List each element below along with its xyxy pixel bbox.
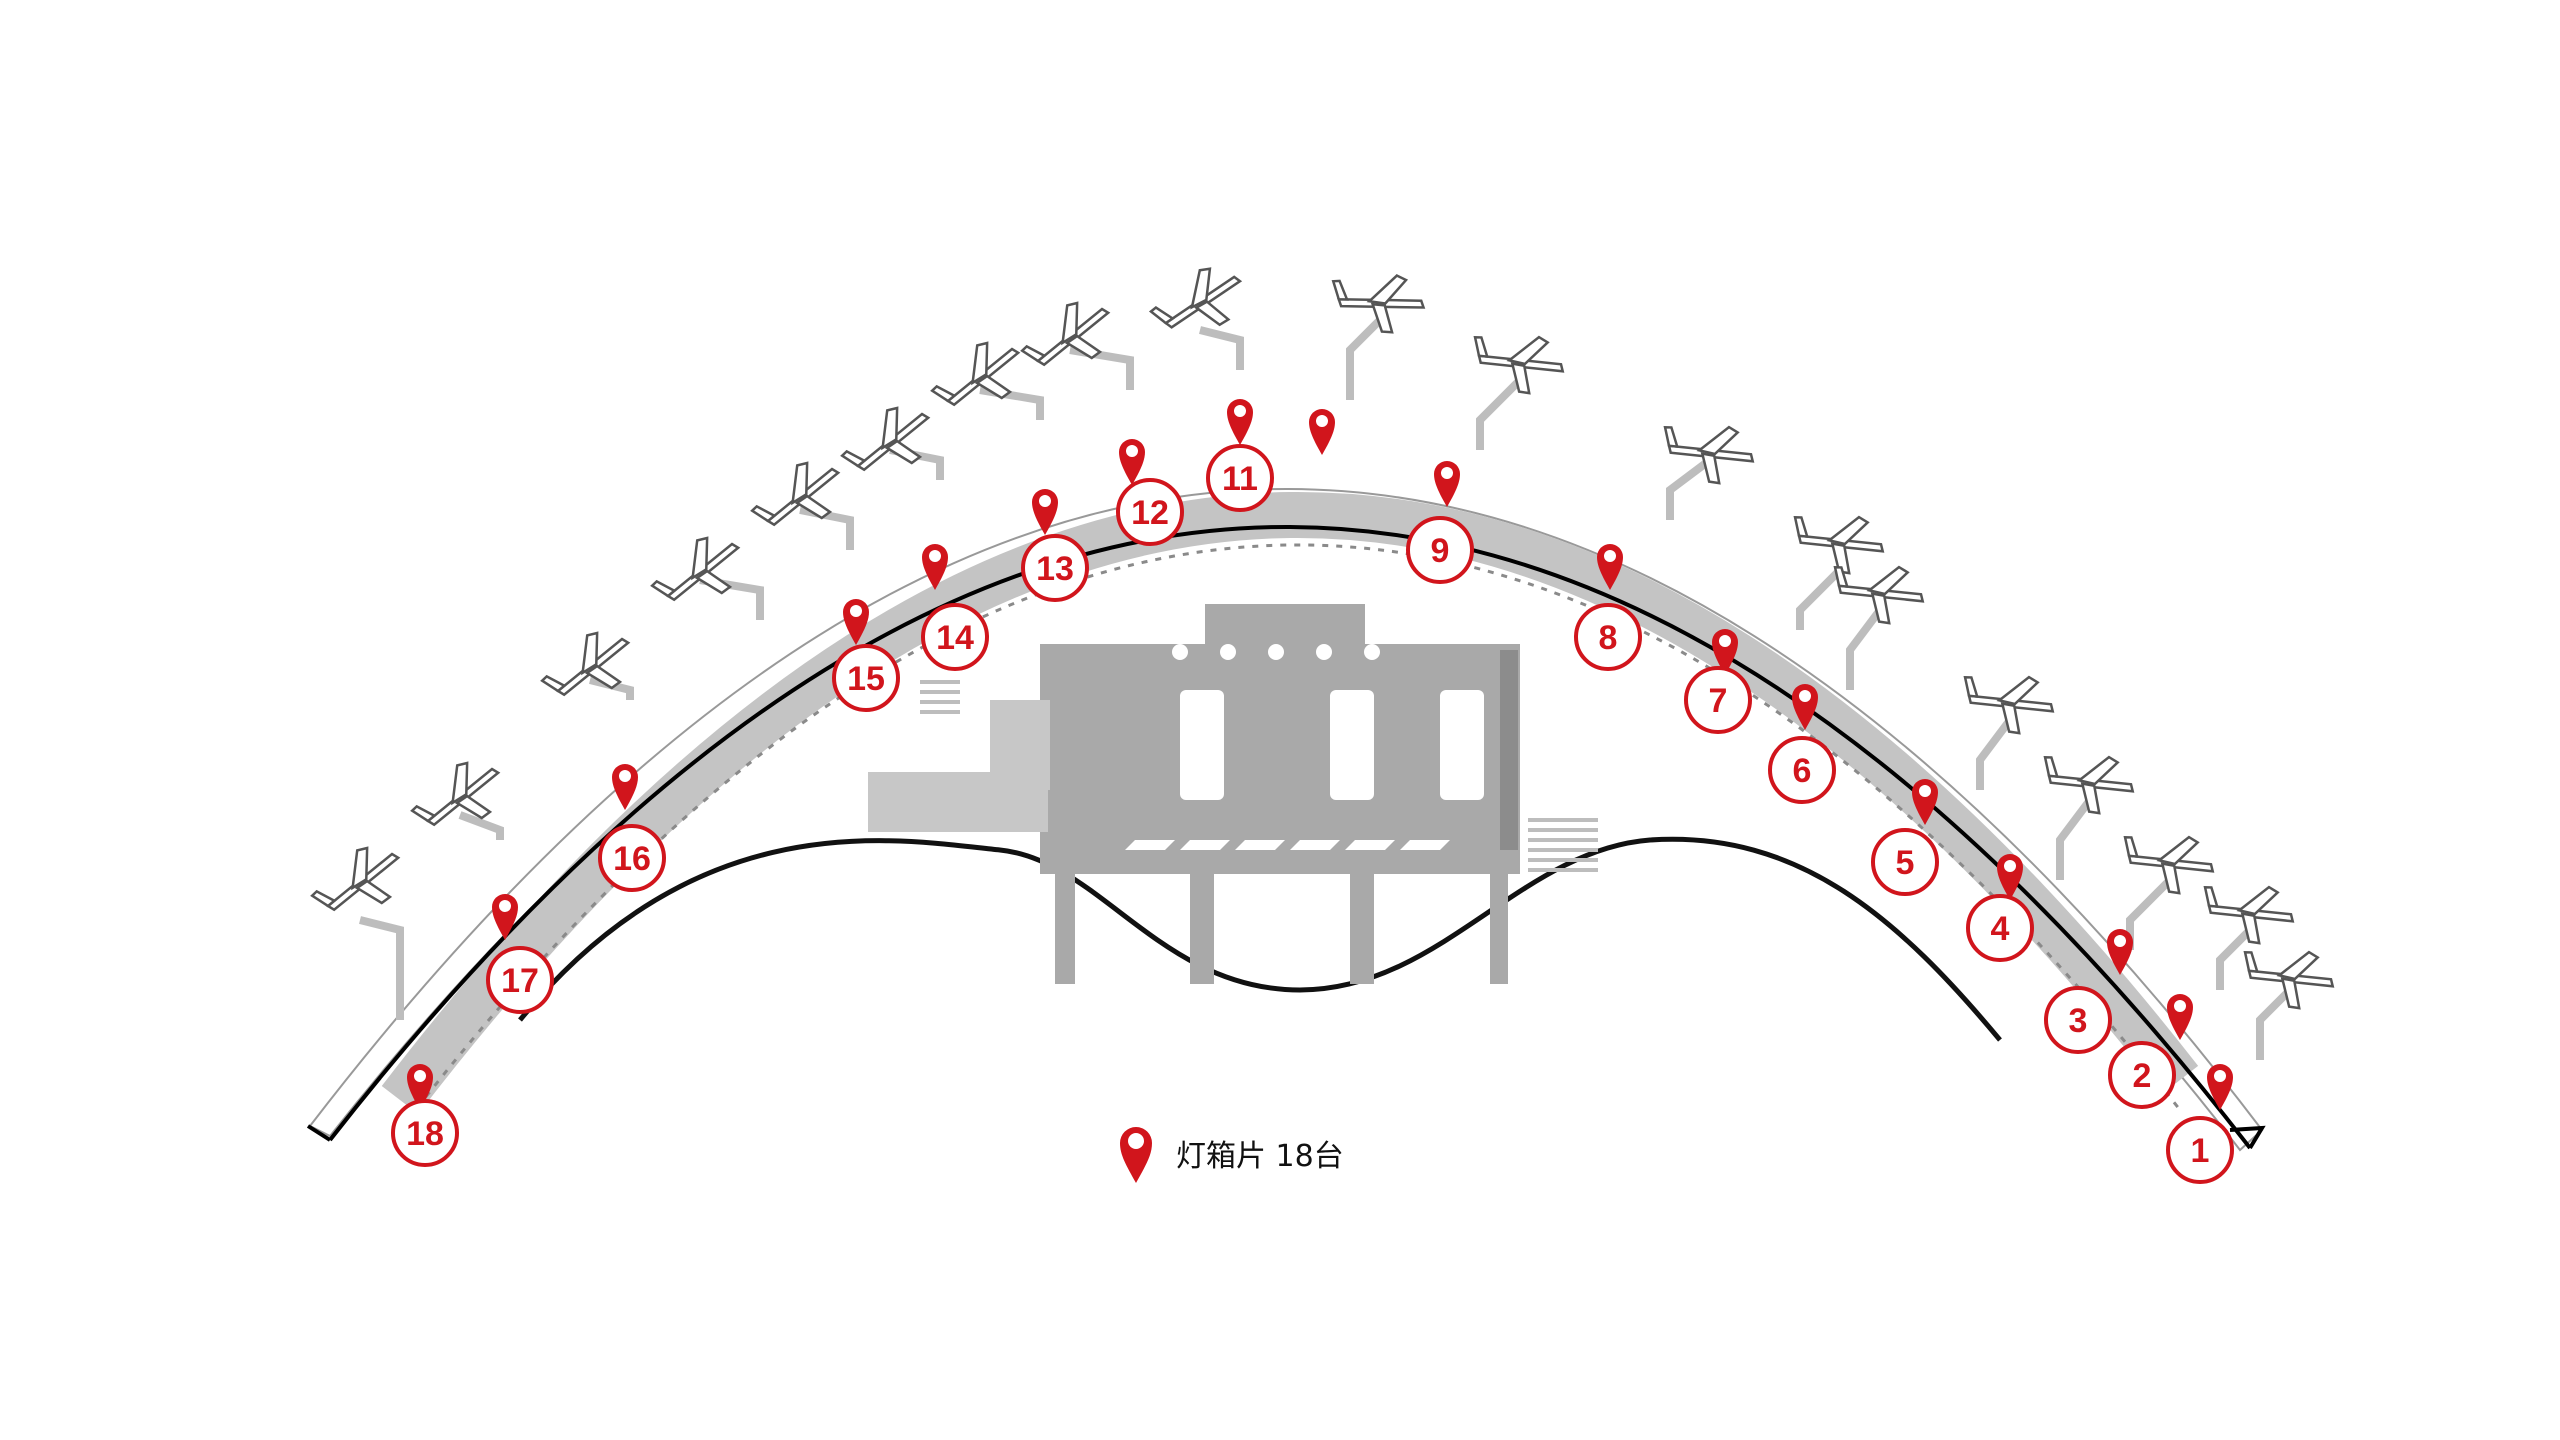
marker-number: 14 <box>936 619 974 657</box>
lightbox-marker-2[interactable]: 2 <box>2108 994 2193 1109</box>
map-pin-icon <box>922 544 948 590</box>
marker-label-circle <box>1021 534 1089 602</box>
marker-number: 13 <box>1036 550 1074 588</box>
marker-number: 11 <box>1222 460 1258 498</box>
map-pin-icon <box>492 894 518 940</box>
map-pin-icon <box>1434 461 1460 507</box>
lightbox-marker-12[interactable]: 12 <box>1116 439 1184 546</box>
map-pin-icon <box>1119 439 1145 485</box>
map-pin-icon <box>843 599 869 645</box>
marker-number: 2 <box>2133 1057 2152 1095</box>
marker-label-circle <box>1871 828 1939 896</box>
marker-label-circle <box>486 946 554 1014</box>
marker-number: 5 <box>1896 844 1915 882</box>
lightbox-marker-15[interactable]: 15 <box>832 599 900 712</box>
map-pin-icon <box>407 1064 433 1110</box>
marker-number: 7 <box>1709 682 1728 720</box>
map-pin-icon <box>1712 629 1738 675</box>
map-pin-icon <box>1032 489 1058 535</box>
map-pin-icon <box>1120 1127 1152 1183</box>
lightbox-marker-5[interactable]: 5 <box>1871 779 1939 896</box>
lightbox-marker-11[interactable]: 11 <box>1206 399 1274 512</box>
map-pin-icon <box>1912 779 1938 825</box>
marker-number: 16 <box>613 840 651 878</box>
lightbox-marker-6[interactable]: 6 <box>1768 684 1836 804</box>
marker-number: 18 <box>406 1115 444 1153</box>
marker-number: 9 <box>1431 532 1450 570</box>
map-pin-icon <box>1597 544 1623 590</box>
marker-label-circle <box>2166 1116 2234 1184</box>
marker-number: 3 <box>2069 1002 2088 1040</box>
lightbox-marker-8[interactable]: 8 <box>1574 544 1642 671</box>
legend-label: 灯箱片 18台 <box>1176 1139 1344 1174</box>
landside-road <box>518 836 2002 1042</box>
marker-number: 6 <box>1793 752 1812 790</box>
marker-label-circle <box>1116 478 1184 546</box>
marker-label-circle <box>2044 986 2112 1054</box>
marker-label-circle <box>1406 516 1474 584</box>
marker-label-circle <box>1966 894 2034 962</box>
marker-label-circle <box>2108 1041 2176 1109</box>
lightbox-marker-14[interactable]: 14 <box>921 544 989 671</box>
map-pin-icon <box>1227 399 1253 445</box>
marker-label-circle <box>921 603 989 671</box>
marker-number: 15 <box>847 660 885 698</box>
marker-number: 8 <box>1599 619 1618 657</box>
map-pin-icon <box>2107 929 2133 975</box>
terminal-pier <box>306 488 2266 1152</box>
lightbox-marker-17[interactable]: 17 <box>486 894 554 1014</box>
marker-label-circle <box>1684 666 1752 734</box>
lightbox-marker-4[interactable]: 4 <box>1966 854 2034 962</box>
map-pin-icon <box>612 764 638 810</box>
lightbox-marker-7[interactable]: 7 <box>1684 629 1752 734</box>
marker-number: 4 <box>1991 910 2010 948</box>
lightbox-marker-18[interactable]: 18 <box>391 1064 459 1167</box>
map-pin-icon <box>1792 684 1818 730</box>
marker-number: 1 <box>2191 1132 2210 1170</box>
marker-number: 17 <box>501 962 539 1000</box>
marker-label-circle <box>1206 444 1274 512</box>
map-pin-icon <box>2207 1064 2233 1110</box>
lightbox-marker-16[interactable]: 16 <box>598 764 666 892</box>
marker-label-circle <box>391 1099 459 1167</box>
lightbox-marker-3[interactable]: 3 <box>2044 929 2133 1054</box>
lightbox-marker-1[interactable]: 1 <box>2166 1064 2234 1184</box>
legend: 灯箱片 18台 <box>1118 1118 1344 1188</box>
central-building <box>868 604 1598 984</box>
marker-label-circle <box>1768 736 1836 804</box>
lightbox-marker-10[interactable] <box>1309 409 1335 455</box>
map-pin-icon <box>2167 994 2193 1040</box>
lightbox-marker-9[interactable]: 9 <box>1406 461 1474 584</box>
map-pin-icon <box>1997 854 2023 900</box>
marker-label-circle <box>598 824 666 892</box>
map-pin-icon <box>1309 409 1335 455</box>
marker-label-circle <box>832 644 900 712</box>
marker-number: 12 <box>1131 494 1169 532</box>
marker-label-circle <box>1574 603 1642 671</box>
lightbox-marker-13[interactable]: 13 <box>1021 489 1089 602</box>
